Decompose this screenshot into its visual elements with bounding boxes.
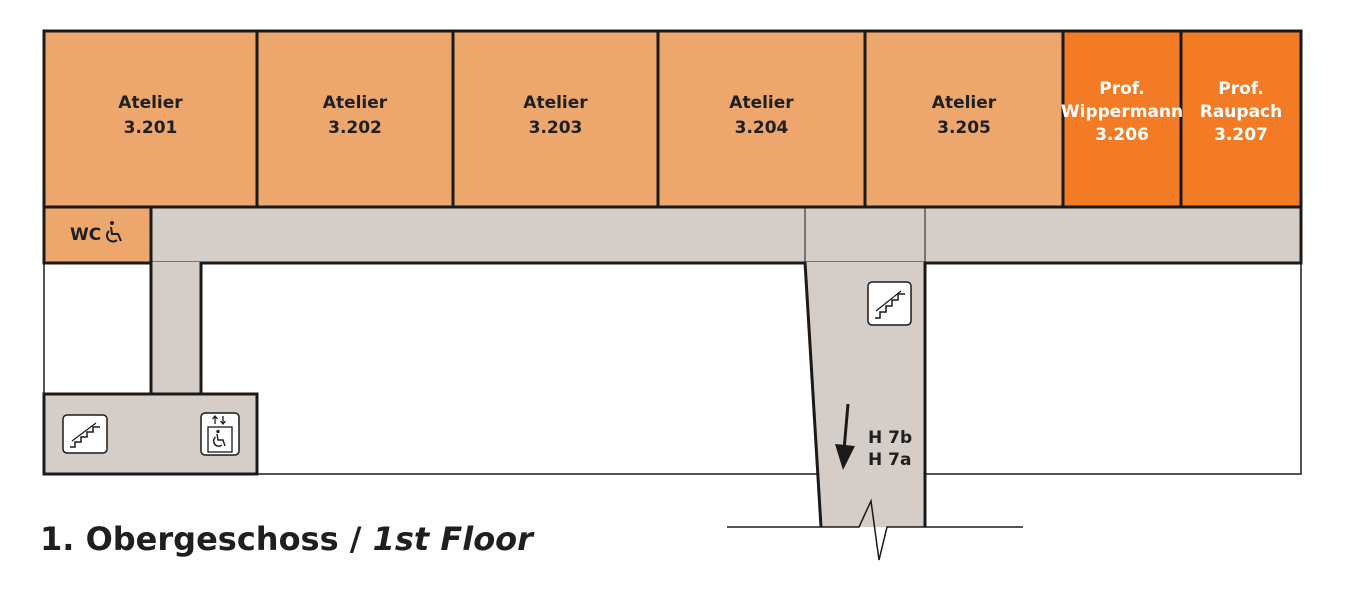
stairs-icon: [62, 414, 108, 454]
arrow-down-icon: [835, 403, 855, 470]
break-line: [727, 498, 1023, 561]
room-name-label: Raupach: [1200, 102, 1283, 122]
room-number-label: 3.207: [1214, 125, 1268, 145]
exit-label-h7b: H 7b: [868, 428, 912, 448]
room-number-label: 3.203: [529, 118, 583, 138]
room-3-202: [255, 29, 455, 209]
room-3-204: [656, 29, 867, 209]
stair-corridor: [151, 262, 201, 396]
room-prefix-label: Prof.: [1099, 79, 1144, 99]
room-number-label: 3.206: [1095, 125, 1149, 145]
room-number-label: 3.205: [937, 118, 991, 138]
room-number-label: 3.204: [735, 118, 789, 138]
room-number-label: 3.202: [328, 118, 382, 138]
room-number-label: 3.201: [124, 118, 178, 138]
room-3-205: [863, 29, 1065, 209]
room-name-label: Atelier: [729, 93, 794, 113]
room-name-label: Atelier: [118, 93, 183, 113]
room-prefix-label: Prof.: [1218, 79, 1263, 99]
room-name-label: Atelier: [932, 93, 997, 113]
floor-title-en: 1st Floor: [372, 520, 533, 558]
passage: [805, 262, 925, 527]
stairs-icon: [867, 281, 912, 326]
room-name-label: Atelier: [323, 93, 388, 113]
room-3-207: [1179, 29, 1303, 209]
exit-label-h7a: H 7a: [868, 450, 911, 470]
wheelchair-icon: [106, 221, 122, 243]
floor-title: 1. Obergeschoss / 1st Floor: [40, 520, 533, 558]
elevator-icon: [200, 412, 240, 456]
corridor: [149, 205, 1303, 265]
room-name-label: Atelier: [523, 93, 588, 113]
wc-label: WC: [70, 225, 101, 245]
room-name-label: Wippermann: [1061, 102, 1183, 122]
floor-title-separator: /: [338, 520, 373, 558]
room-3-203: [451, 29, 660, 209]
wheelchair-icon: [212, 429, 226, 447]
floor-title-de: 1. Obergeschoss: [40, 520, 339, 558]
